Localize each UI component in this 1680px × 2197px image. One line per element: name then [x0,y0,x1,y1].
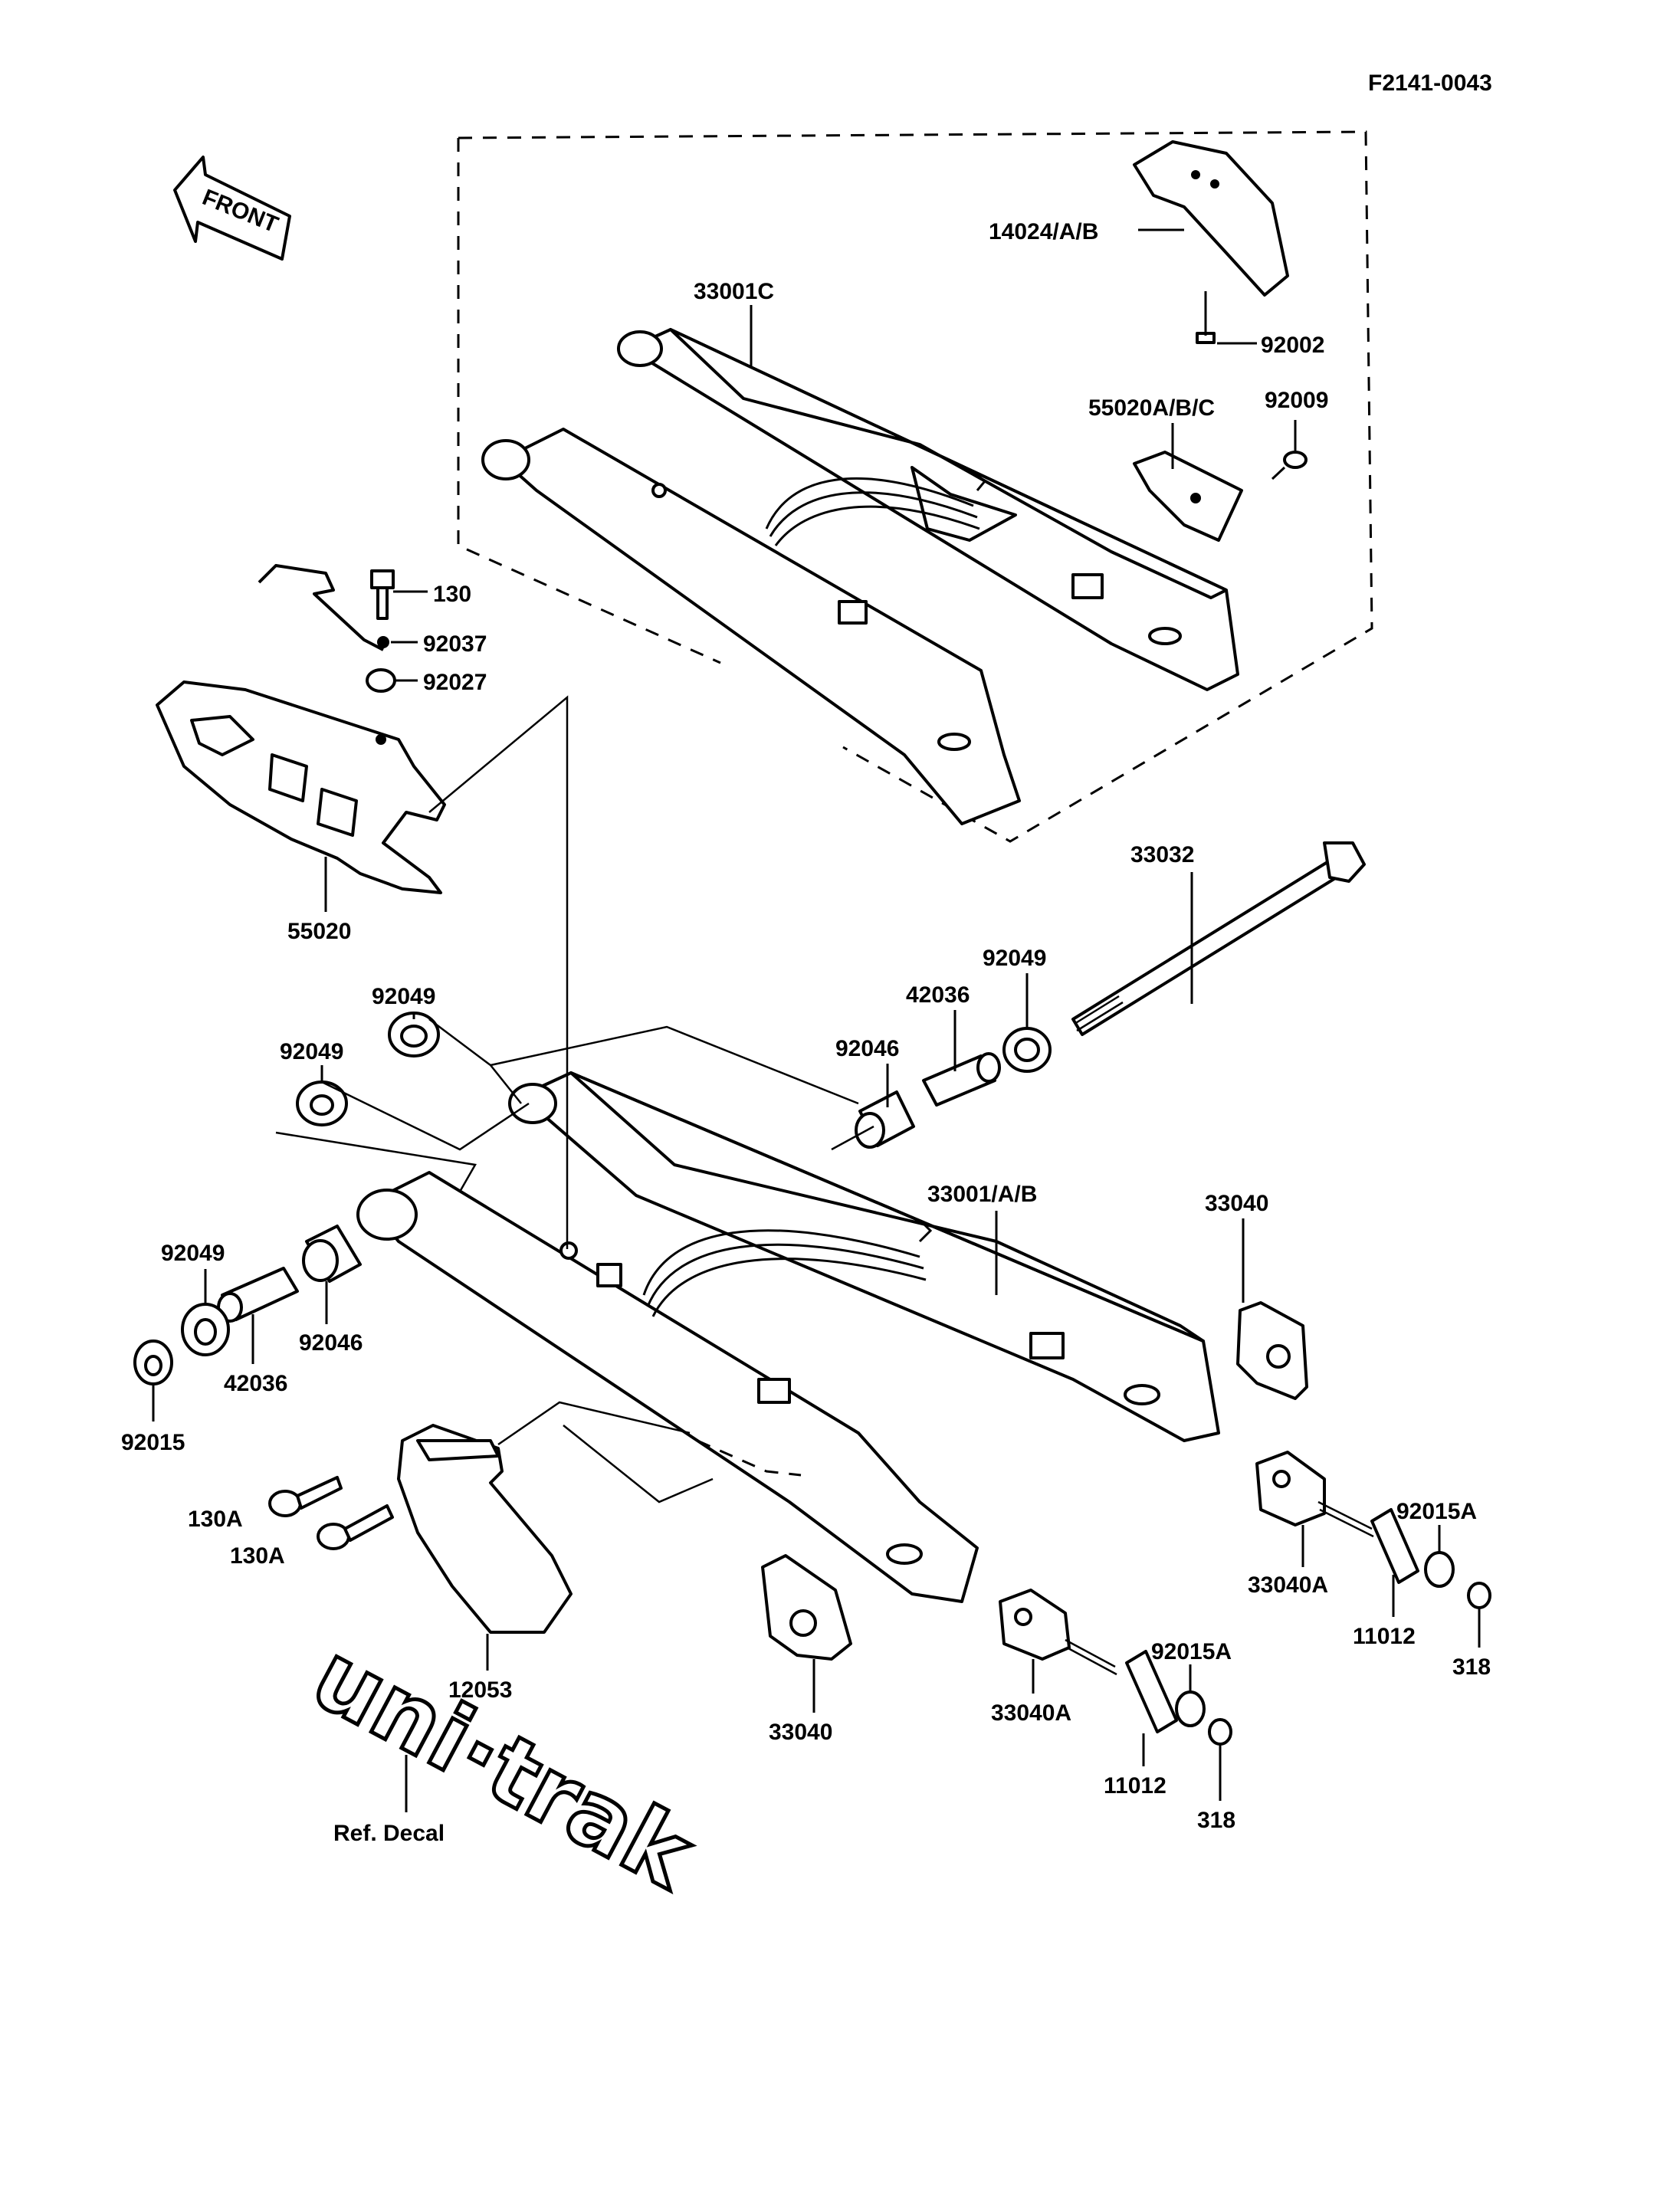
label-33040-top: 33040 [1205,1191,1268,1216]
adjuster-33040a-middle [999,1589,1117,1676]
adjuster-33040a-right [1255,1451,1374,1538]
bushing-92046-right [855,1090,915,1149]
nut-92027 [366,668,396,693]
label-14024: 14024/A/B [989,219,1098,244]
label-92049-right: 92049 [983,946,1046,971]
label-130a-2: 130A [230,1543,285,1569]
block-33040-top [1236,1301,1308,1400]
label-42036-left: 42036 [224,1371,287,1396]
label-11012-right: 11012 [1353,1624,1416,1649]
label-92046-left: 92046 [299,1330,363,1356]
label-130a-1: 130A [188,1507,243,1532]
bolt-130a-1 [268,1476,343,1517]
bolt-130 [370,569,395,620]
bolt-92009 [1271,451,1308,480]
plate-11012-middle [1125,1650,1178,1733]
upper-assembly-box [457,130,1373,843]
slider-pad [258,564,384,651]
label-318-right: 318 [1452,1654,1491,1680]
block-33040-bottom [761,1554,852,1661]
label-33032: 33032 [1130,842,1194,867]
chain-guard-12053 [397,1424,573,1634]
label-92009: 92009 [1265,388,1328,413]
label-92002: 92002 [1261,333,1324,358]
nut-92015a-right [1424,1551,1455,1588]
sleeve-42036-right [922,1052,1001,1107]
label-130: 130 [433,582,471,607]
label-92015: 92015 [121,1430,185,1455]
label-55020: 55020 [287,919,351,944]
lower-swingarm [356,1071,1220,1603]
label-11012-middle: 11012 [1104,1773,1166,1799]
upper-swingarm [481,328,1239,825]
diagram-id: F2141-0043 [1368,71,1492,96]
label-33040a-right: 33040A [1248,1572,1328,1598]
svg-text:uni·trak: uni·trak [296,1623,710,1910]
seal-92049-c [181,1303,230,1356]
bolt-92002 [1196,322,1216,344]
label-92015a-middle: 92015A [1151,1639,1232,1664]
label-92037: 92037 [423,631,487,657]
label-92049-a: 92049 [372,984,435,1009]
chain-guide-14024 [1133,140,1289,297]
nut-92015 [133,1340,173,1385]
label-ref-decal: Ref. Decal [333,1821,445,1846]
plate-11012-right [1370,1508,1419,1584]
front-arrow-icon: FRONT [173,156,291,261]
chain-guide-55020 [156,680,446,894]
bushing-92046-left [302,1225,362,1283]
label-33040a-middle: 33040A [991,1700,1071,1726]
seal-92049-b [296,1080,348,1126]
label-12053: 12053 [448,1677,512,1703]
sleeve-42036-left [217,1267,299,1323]
callout-labels: 14024/A/B 33001C 92002 55020A/B/C 92009 … [121,219,1491,1846]
label-92027: 92027 [423,670,487,695]
label-92015a-right: 92015A [1396,1499,1477,1524]
label-92049-b: 92049 [280,1039,343,1064]
label-92046-right: 92046 [835,1036,899,1061]
washer-318-right [1467,1582,1491,1609]
uni-trak-decal: uni·trak [294,1621,712,1912]
label-318-middle: 318 [1197,1808,1235,1833]
nut-92015a-middle [1175,1690,1206,1727]
label-33001c: 33001C [694,279,774,304]
label-33040-bottom: 33040 [769,1720,832,1745]
label-42036-right: 42036 [906,982,970,1008]
axle-33032 [1071,841,1366,1036]
leader-lines [152,228,1481,1812]
label-33001ab: 33001/A/B [927,1182,1037,1207]
seal-92049-right [1002,1027,1052,1073]
washer-92037 [377,636,389,648]
label-55020abc: 55020A/B/C [1088,395,1215,421]
label-92049-c: 92049 [161,1241,225,1266]
bolt-130a-2 [317,1504,394,1550]
washer-318-middle [1208,1718,1232,1746]
bracket-55020abc [1133,451,1243,542]
